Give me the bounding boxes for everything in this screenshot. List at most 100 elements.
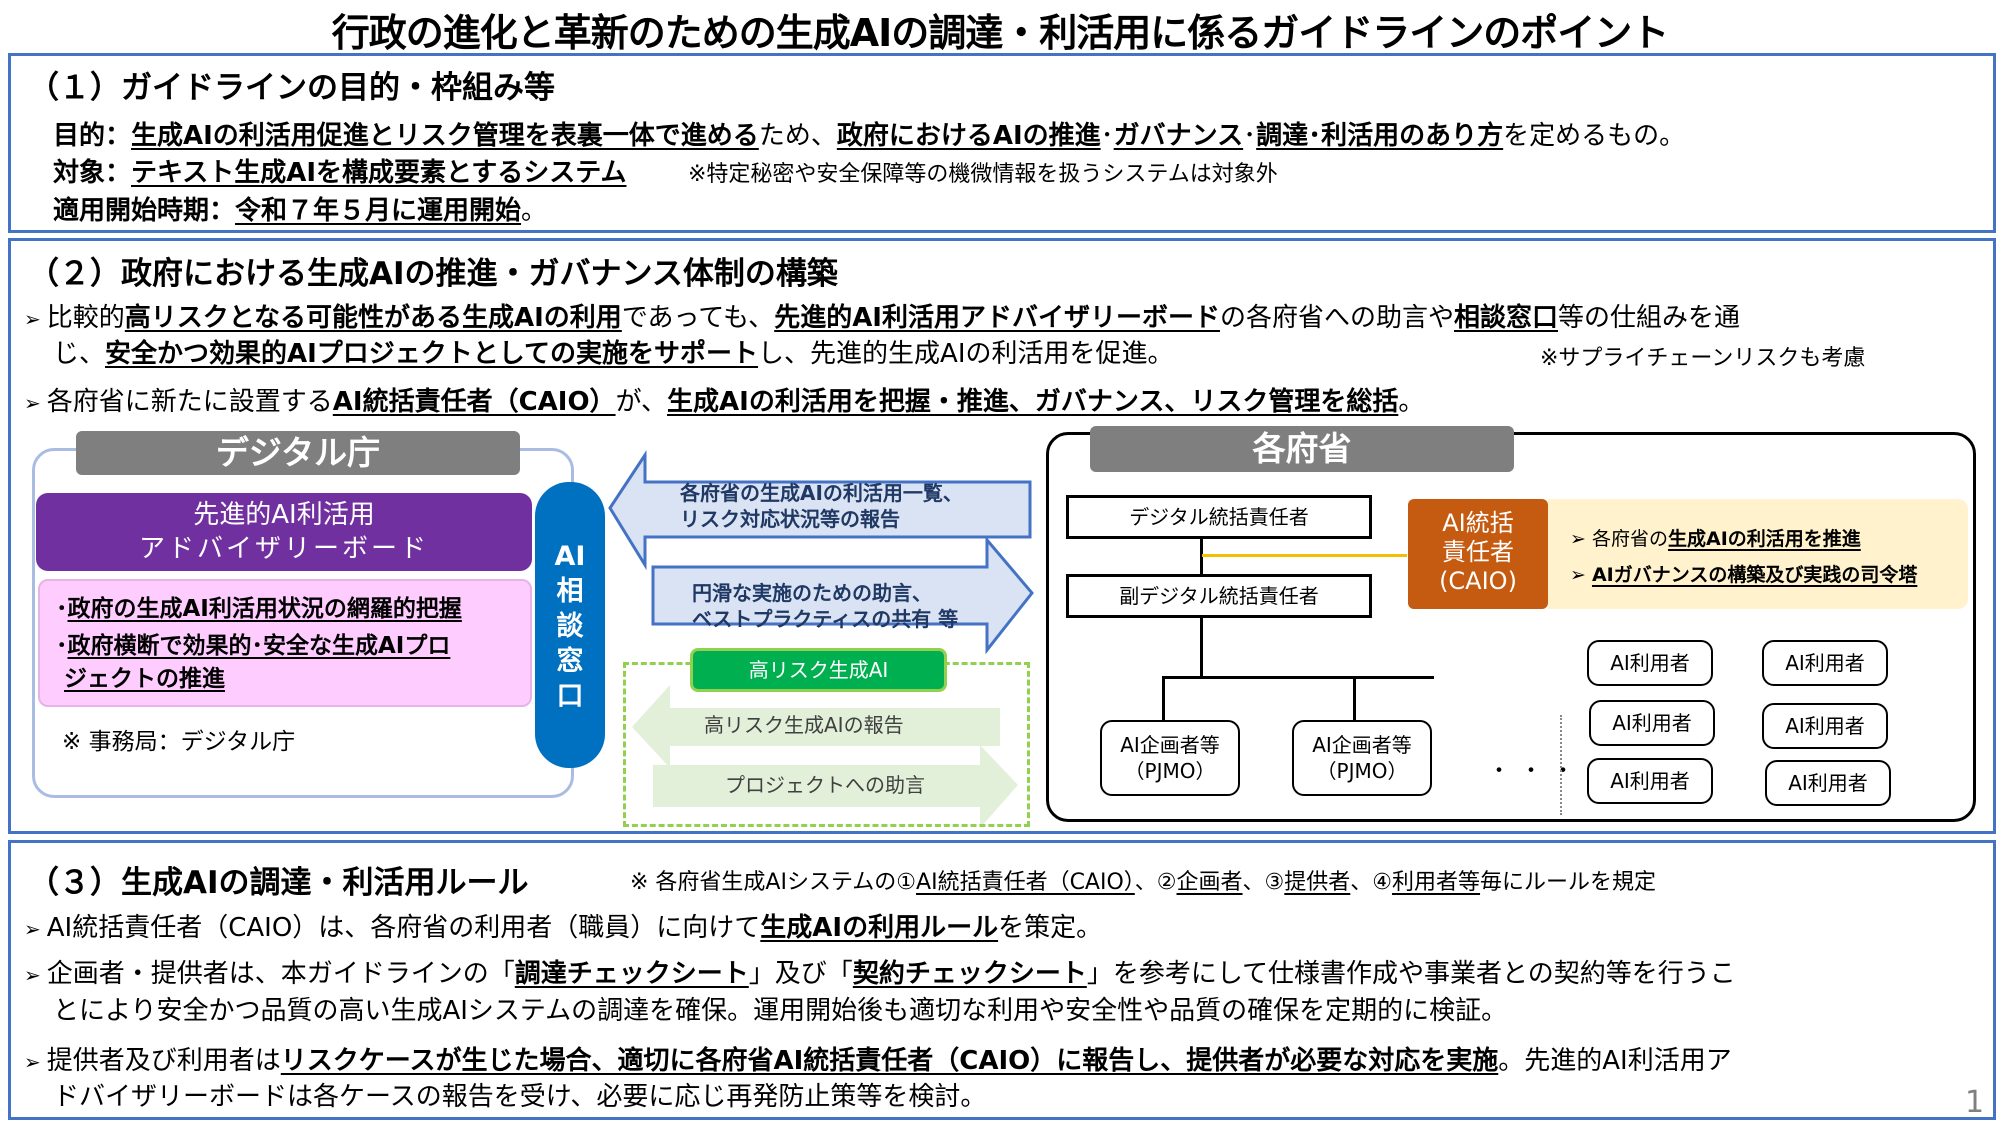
text: 提供者 xyxy=(1284,870,1351,895)
arrow-bullet-icon: ➢ xyxy=(24,307,41,331)
project-advice-label: プロジェクトへの助言 xyxy=(725,773,925,797)
text: し、先進的生成AIの利活用を促進。 xyxy=(758,339,1174,369)
ministries-label: 各府省 xyxy=(1090,426,1514,472)
task-text: 政府横断で効果的･安全な生成AIプロ xyxy=(67,633,451,659)
section1-heading: （１）ガイドラインの目的・枠組み等 xyxy=(28,70,555,106)
start-period: 。 xyxy=(521,196,548,226)
start-line: 適用開始時期：令和７年５月に運用開始。 xyxy=(53,190,547,227)
ai-planner-box: AI企画者等 （PJMO） xyxy=(1292,720,1432,796)
text: の各府省への助言や xyxy=(1219,303,1454,333)
scope-label: 対象： xyxy=(53,158,132,188)
text: 生成AIの利活用を把握・推進、ガバナンス、リスク管理を総括 xyxy=(667,387,1399,417)
task-text: ジェクトの推進 xyxy=(64,666,226,692)
text: 安全かつ効果的AIプロジェクトとしての実施をサポート xyxy=(105,339,759,369)
text: AI統括責任者（CAIO） xyxy=(916,870,1135,895)
vice-digital-chief-box: 副デジタル統括責任者 xyxy=(1066,574,1372,618)
secretariat-note: ※ 事務局：デジタル庁 xyxy=(62,729,296,755)
text: が、 xyxy=(615,387,668,417)
caio-box: AI統括 責任者 (CAIO) xyxy=(1408,499,1548,609)
text: 利用者等 xyxy=(1392,870,1481,895)
text: 毎にルールを規定 xyxy=(1480,870,1657,895)
advisory-board: 先進的AI利活用 アドバイザリーボード xyxy=(36,493,532,571)
advice-arrow xyxy=(651,535,1034,655)
text: であっても、 xyxy=(621,303,775,333)
section3-bullet2-line2: とにより安全かつ品質の高い生成AIシステムの調達を確保。運用開始後も適切な利用や… xyxy=(53,996,1508,1026)
purpose-text-4: ガバナンス xyxy=(1113,121,1244,151)
arrow-bullet-icon: ➢ xyxy=(24,917,41,941)
consult-char: 談 xyxy=(556,611,584,642)
text: 、④ xyxy=(1350,870,1393,895)
caio-role-item: ➢ 各府省の生成AIの利活用を推進 xyxy=(1570,521,1968,557)
text: 各府省に新たに設置する xyxy=(46,387,333,417)
ai-planner-box: AI企画者等 （PJMO） xyxy=(1100,720,1240,796)
ai-consultation-desk: AI 相 談 窓 口 xyxy=(535,482,605,768)
text: 、② xyxy=(1134,870,1177,895)
planner-line: （PJMO） xyxy=(1316,759,1408,783)
page-number: 1 xyxy=(1965,1085,1985,1120)
planner-line: AI企画者等 xyxy=(1312,733,1412,757)
scope-line: 対象：テキスト生成AIを構成要素とするシステム xyxy=(53,152,626,189)
caio-line: AI統括 xyxy=(1442,509,1514,537)
advisory-board-tasks: ･政府の生成AI利活用状況の網羅的把握 ･政府横断で効果的･安全な生成AIプロ … xyxy=(38,579,532,707)
text: 先進的AI利活用アドバイザリーボード xyxy=(774,303,1220,333)
ai-user-box: AI利用者 xyxy=(1765,760,1891,806)
text: 」及び「 xyxy=(748,959,853,989)
text: AIガバナンスの構築及び実践の司令塔 xyxy=(1591,564,1918,586)
report-arrow-line2: リスク対応状況等の報告 xyxy=(680,507,900,531)
text: 。 xyxy=(1398,387,1425,417)
caio-roles: ➢ 各府省の生成AIの利活用を推進 ➢ AIガバナンスの構築及び実践の司令塔 xyxy=(1548,499,1968,609)
arrow-bullet-icon: ➢ xyxy=(1570,528,1592,550)
org-connector xyxy=(1162,676,1165,721)
section2-bullet2: ➢各府省に新たに設置するAI統括責任者（CAIO）が、生成AIの利活用を把握・推… xyxy=(24,381,1424,418)
ai-user-box: AI利用者 xyxy=(1762,703,1888,749)
text: 提供者及び利用者は xyxy=(46,1046,281,1076)
advisory-board-line2: アドバイザリーボード xyxy=(138,534,429,564)
task-item: ･政府横断で効果的･安全な生成AIプロ ジェクトの推進 xyxy=(56,633,451,692)
text: AI統括責任者（CAIO） xyxy=(332,387,616,417)
ai-user-box: AI利用者 xyxy=(1589,700,1715,746)
section-rules xyxy=(8,840,1996,1120)
text: 等の仕組みを通 xyxy=(1558,303,1741,333)
text: を策定。 xyxy=(998,913,1103,943)
org-connector xyxy=(1200,618,1203,677)
ellipsis: ・・・ xyxy=(1488,759,1585,784)
text: 相談窓口 xyxy=(1454,303,1559,333)
purpose-text-6: を定めるもの。 xyxy=(1503,121,1686,151)
planner-line: （PJMO） xyxy=(1124,759,1216,783)
consult-char: 窓 xyxy=(556,646,584,677)
section3-note: ※ 各府省生成AIシステムの①AI統括責任者（CAIO）、②企画者、③提供者、④… xyxy=(630,864,1656,896)
arrows-graphic xyxy=(608,450,1034,828)
ai-user-box: AI利用者 xyxy=(1587,758,1713,804)
caio-line: (CAIO) xyxy=(1439,567,1517,595)
section-purpose-framework xyxy=(8,53,1996,233)
text: 生成AIの利活用を推進 xyxy=(1667,528,1861,550)
consult-char: 相 xyxy=(556,576,584,607)
high-risk-report-arrow xyxy=(632,685,1000,768)
consult-char: 口 xyxy=(556,681,584,712)
org-connector xyxy=(1200,539,1203,574)
high-risk-report-label: 高リスク生成AIの報告 xyxy=(704,713,904,737)
project-advice-arrow xyxy=(653,745,1018,828)
text: 生成AIの利用ルール xyxy=(760,913,999,943)
text: 。先進的AI利活用ア xyxy=(1498,1046,1732,1076)
section3-bullet3-line1: ➢提供者及び利用者はリスクケースが生じた場合、適切に各府省AI統括責任者（CAI… xyxy=(24,1040,1732,1077)
purpose-text-3: 政府におけるAIの推進 xyxy=(836,121,1101,151)
section3-heading: （３）生成AIの調達・利活用ルール xyxy=(28,865,529,901)
task-item: ･政府の生成AI利活用状況の網羅的把握 xyxy=(56,596,462,622)
start-label: 適用開始時期： xyxy=(53,196,236,226)
text: リスクケースが生じた場合、適切に各府省AI統括責任者（CAIO）に報告し、提供者… xyxy=(280,1046,1499,1076)
report-arrow xyxy=(608,450,1032,571)
task-text: 政府の生成AI利活用状況の網羅的把握 xyxy=(67,596,462,622)
text: AI統括責任者（CAIO）は、各府省の利用者（職員）に向けて xyxy=(46,913,761,943)
arrow-bullet-icon: ➢ xyxy=(24,963,41,987)
ai-user-box: AI利用者 xyxy=(1587,640,1713,686)
purpose-sep-2: ･ xyxy=(1243,121,1257,151)
section3-bullet3-line2: ドバイザリーボードは各ケースの報告を受け、必要に応じ再発防止策等を検討。 xyxy=(53,1082,987,1112)
caio-line: 責任者 xyxy=(1442,538,1514,566)
scope-text: テキスト生成AIを構成要素とするシステム xyxy=(131,158,627,188)
purpose-label: 目的： xyxy=(53,121,132,151)
text: 、③ xyxy=(1242,870,1285,895)
digital-agency-label: デジタル庁 xyxy=(76,431,520,475)
purpose-text-1: 生成AIの利活用促進とリスク管理を表裏一体で進める xyxy=(131,121,759,151)
section2-heading: （２）政府における生成AIの推進・ガバナンス体制の構築 xyxy=(28,256,838,292)
